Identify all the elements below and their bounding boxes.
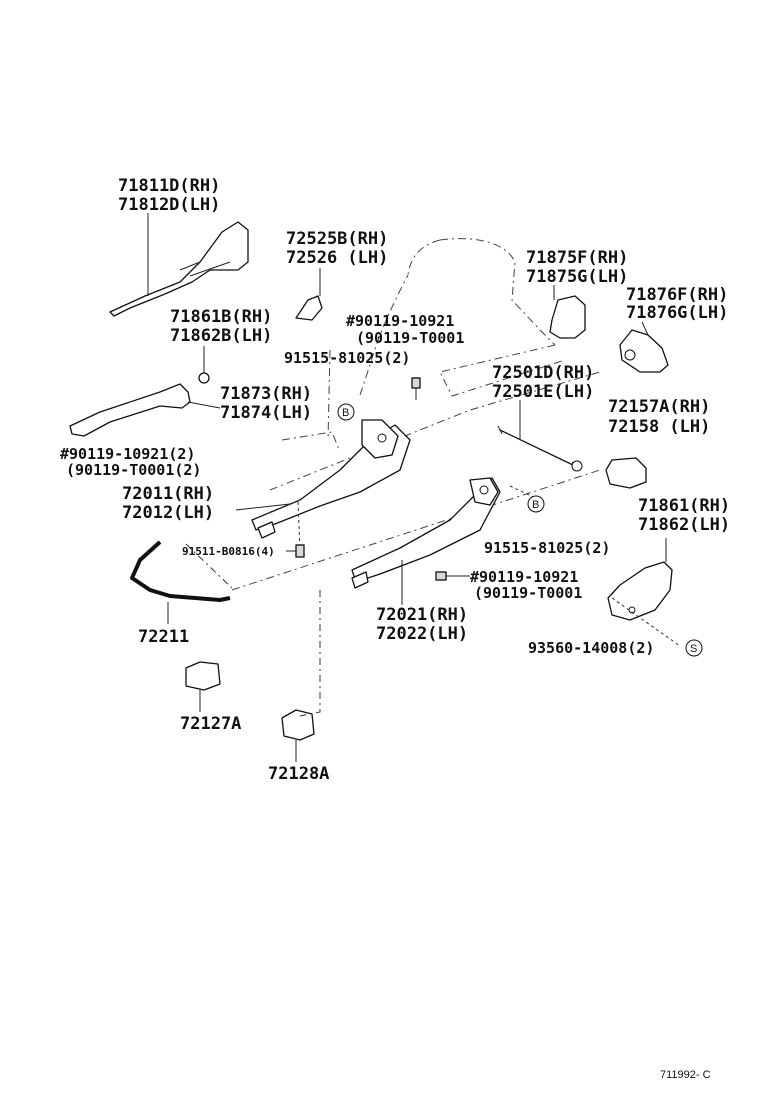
label-71876g: 71876G(LH) — [626, 303, 728, 323]
label-72127a: 72127A — [180, 714, 241, 734]
label-71861b: 71861B(RH) — [170, 307, 272, 327]
label-90119-b2: (90119-T0001(2) — [66, 461, 201, 479]
part-72157a-cap — [605, 457, 647, 489]
label-93560: 93560-14008(2) — [528, 639, 654, 657]
label-72211: 72211 — [138, 627, 189, 647]
callout-s: S — [685, 639, 703, 657]
part-72011-track — [235, 419, 411, 551]
part-72501d-rod — [497, 400, 583, 472]
reference-lines — [185, 485, 681, 647]
part-71873-lever — [69, 383, 221, 437]
label-90119-b1: #90119-10921(2) — [60, 445, 195, 463]
label-91511: 91511-B0816(4) — [182, 545, 275, 558]
part-72127a-block — [185, 661, 221, 712]
label-71812d: 71812D(LH) — [118, 195, 220, 215]
label-71875f: 71875F(RH) — [526, 248, 628, 268]
part-71861b-clip — [198, 346, 210, 384]
part-71861-cover — [607, 538, 673, 621]
callout-b-lower: B — [527, 495, 545, 513]
callout-b-lower-text: B — [532, 499, 539, 511]
label-72128a: 72128A — [268, 764, 329, 784]
label-72501e: 72501E(LH) — [492, 382, 594, 402]
label-72021: 72021(RH) — [376, 605, 468, 625]
label-72525b: 72525B(RH) — [286, 229, 388, 249]
part-bolt-upper — [411, 377, 421, 400]
part-71811d-cover — [109, 213, 249, 317]
label-71862: 71862(LH) — [638, 515, 730, 535]
part-bolt-lower — [435, 571, 470, 581]
label-72158: 72158 (LH) — [608, 417, 710, 437]
part-71876f-cover — [619, 321, 669, 373]
label-91515-b: 91515-81025(2) — [484, 539, 610, 557]
part-71875f-cover — [549, 285, 586, 339]
label-90119-a2: (90119-T0001 — [356, 329, 464, 347]
label-71875g: 71875G(LH) — [526, 267, 628, 287]
label-72012: 72012(LH) — [122, 503, 214, 523]
label-71873: 71873(RH) — [220, 384, 312, 404]
label-71862b: 71862B(LH) — [170, 326, 272, 346]
part-91511-bolt — [286, 544, 305, 558]
label-90119-c2: (90119-T0001 — [474, 584, 582, 602]
label-71811d: 71811D(RH) — [118, 176, 220, 196]
callout-s-text: S — [690, 643, 697, 655]
label-71874: 71874(LH) — [220, 403, 312, 423]
label-90119-c1: #90119-10921 — [470, 568, 578, 586]
label-71861: 71861(RH) — [638, 496, 730, 516]
label-91515-a: 91515-81025(2) — [284, 349, 410, 367]
part-labels: 71811D(RH) 71812D(LH) 72525B(RH) 72526 (… — [60, 176, 730, 1081]
label-72157a: 72157A(RH) — [608, 397, 710, 417]
label-72501d: 72501D(RH) — [492, 363, 594, 383]
label-72526: 72526 (LH) — [286, 248, 388, 268]
callout-b-upper: B — [337, 403, 355, 421]
label-72011: 72011(RH) — [122, 484, 214, 504]
part-72211-wire — [130, 540, 231, 624]
part-72525b-bracket — [295, 268, 323, 321]
figure-reference: 711992- C — [660, 1069, 711, 1081]
part-72021-track — [351, 477, 501, 605]
label-72022: 72022(LH) — [376, 624, 468, 644]
label-90119-a1: #90119-10921 — [346, 312, 454, 330]
label-71876f: 71876F(RH) — [626, 285, 728, 305]
seat-cushion-outline — [231, 238, 601, 591]
callout-b-upper-text: B — [342, 407, 349, 419]
part-72128a-block — [281, 590, 321, 762]
